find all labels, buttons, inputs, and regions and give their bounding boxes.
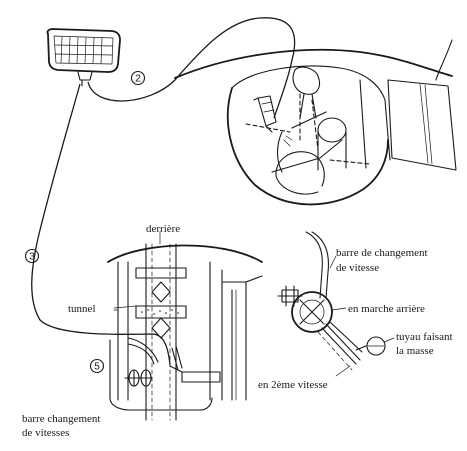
callout-3-label: 3	[29, 252, 35, 263]
label-tunnel: tunnel	[68, 303, 96, 315]
label-tuyau-1: tuyau faisant	[396, 331, 453, 343]
label-barre-de-changement-2: de vitesse	[336, 262, 379, 274]
callout-5-label: 5	[94, 362, 100, 373]
callout-2-label: 2	[135, 74, 141, 85]
tunnel-view	[107, 231, 263, 421]
label-barre-de-changement-1: barre de changement	[336, 247, 428, 259]
label-barre-changement-vitesses-2: de vitesses	[22, 427, 69, 439]
wire-harness	[31, 17, 296, 366]
switch-detail-view	[277, 231, 395, 377]
label-derriere: derrière	[146, 223, 180, 235]
callout-5: 5	[89, 358, 105, 374]
label-tuyau-2: la masse	[396, 345, 434, 357]
label-barre-changement-vitesses-1: barre changement	[22, 413, 100, 425]
callout-2: 2	[130, 70, 146, 86]
label-deuxieme-vitesse: en 2ème vitesse	[258, 379, 328, 391]
reversing-lamp	[46, 28, 121, 87]
label-marche-arriere: en marche arrière	[348, 303, 425, 315]
cockpit-view	[174, 39, 457, 206]
callout-3: 3	[24, 248, 40, 264]
